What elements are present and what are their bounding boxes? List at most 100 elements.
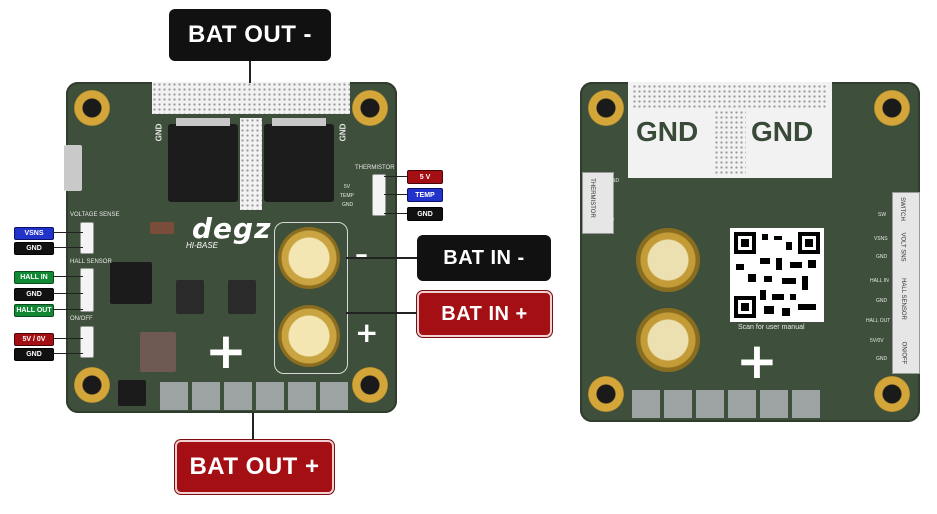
- tag-vsns: VSNS: [14, 227, 54, 240]
- back-thermistor-label: THERMISTOR: [588, 178, 595, 218]
- button-switch: [64, 145, 82, 191]
- tag-gnd-1-line: [53, 247, 83, 248]
- ic-hall: [110, 262, 152, 304]
- back-right-connector-block: [892, 192, 920, 374]
- regulator: [118, 380, 146, 406]
- tag-5v-0v: 5V / 0V: [14, 333, 54, 346]
- back-hall-in-pin: HALL IN: [870, 278, 889, 284]
- back-gnd-a-pin: GND: [876, 254, 888, 260]
- mosfet-right: [264, 118, 334, 202]
- plus-sign-right: +: [355, 316, 379, 349]
- pin-gnd-label: GND: [342, 202, 354, 208]
- voltage-sense-connector: [80, 222, 94, 254]
- voltage-sense-label: VOLTAGE SENSE: [70, 212, 120, 218]
- tag-5v-0v-line: [53, 338, 83, 339]
- back-bottom-pad-1: [632, 390, 660, 418]
- back-bottom-pad-6: [792, 390, 820, 418]
- thermistor-connector: [372, 174, 386, 216]
- back-hall-sensor-label: HALL SENSOR: [899, 278, 906, 320]
- back-hall-out-pin: HALL OUT: [866, 318, 891, 324]
- back-th-s: S: [608, 196, 614, 205]
- leader-bat-out-minus: [249, 61, 251, 83]
- tag-gnd-3-line: [53, 353, 83, 354]
- back-th-5v: 5V: [608, 218, 615, 224]
- pin-5v-label: 5V: [344, 184, 351, 190]
- back-gnd-big-left: GND: [636, 116, 699, 147]
- mid-pad-grid: [240, 118, 262, 210]
- bat-in-minus-ring: [278, 227, 340, 289]
- front-gnd-right: GND: [338, 123, 348, 142]
- minus-sign: –: [355, 240, 368, 270]
- mount-hole-tl: [74, 90, 110, 126]
- tag-gnd-3: GND: [14, 348, 54, 361]
- back-volt-sns-label: VOLT SNS: [899, 232, 906, 262]
- back-sw-pin: SW: [878, 212, 887, 218]
- brand-logo: degz: [192, 212, 272, 245]
- back-on-off-label: ON/OFF: [900, 341, 907, 365]
- tag-gnd-2: GND: [14, 288, 54, 301]
- callout-bat-in-minus: BAT IN -: [417, 235, 551, 281]
- back-switch-label: SWITCH: [898, 197, 905, 221]
- back-bottom-pad-5: [760, 390, 788, 418]
- tag-hall-out-line: [53, 309, 83, 310]
- on-off-label: ON/OFF: [70, 316, 93, 322]
- mount-hole-br: [352, 367, 388, 403]
- mount-hole-tr: [352, 90, 388, 126]
- bottom-pad-6: [320, 382, 348, 410]
- plus-sign-big: +: [205, 322, 247, 380]
- back-bottom-pad-3: [696, 390, 724, 418]
- back-plus-sign: +: [736, 332, 778, 390]
- callout-bat-in-plus: BAT IN +: [417, 291, 552, 337]
- back-mount-hole-tr: [874, 90, 910, 126]
- bat-in-plus-ring: [278, 305, 340, 367]
- back-vsns-pin: VSNS: [874, 236, 888, 242]
- tag-5v: 5 V: [407, 170, 443, 184]
- bottom-pad-5: [288, 382, 316, 410]
- qr-code: [730, 228, 824, 322]
- back-mount-hole-br: [874, 376, 910, 412]
- hall-sensor-label: HALL SENSOR: [70, 259, 112, 265]
- tag-vsns-line: [53, 232, 83, 233]
- tag-gnd-right-line: [384, 213, 407, 214]
- back-mount-hole-tl: [588, 90, 624, 126]
- leader-bat-out-plus: [252, 413, 254, 440]
- tag-gnd-1: GND: [14, 242, 54, 255]
- back-top-pad-strip: [632, 84, 828, 110]
- tag-temp-line: [384, 194, 407, 195]
- leader-bat-in-plus: [346, 312, 417, 314]
- back-mount-hole-bl: [588, 376, 624, 412]
- back-gnd-big-right: GND: [751, 116, 814, 147]
- tag-gnd-2-line: [53, 293, 83, 294]
- pin-temp-label: TEMP: [340, 193, 354, 199]
- callout-bat-out-plus: BAT OUT +: [175, 440, 334, 494]
- scan-text: Scan for user manual: [738, 324, 805, 331]
- top-pad-strip: [152, 82, 350, 114]
- hall-connector: [80, 268, 94, 312]
- tag-gnd-right: GND: [407, 207, 443, 221]
- smd-capacitor: [150, 222, 174, 234]
- tag-hall-out: HALL OUT: [14, 304, 54, 317]
- back-th-gnd: GND: [608, 178, 620, 184]
- qr-code-svg: [734, 232, 820, 318]
- bottom-pad-1: [160, 382, 188, 410]
- tag-5v-line: [384, 176, 407, 177]
- leader-bat-in-minus: [346, 257, 417, 259]
- mount-hole-bl: [74, 367, 110, 403]
- battery-pad-outline: [274, 222, 348, 374]
- inductor: [140, 332, 176, 372]
- back-thermistor-connector: [582, 172, 614, 234]
- back-bottom-pad-2: [664, 390, 692, 418]
- tag-hall-in: HALL IN: [14, 271, 54, 284]
- back-ring-top: [636, 228, 700, 292]
- back-ring-bottom: [636, 308, 700, 372]
- back-5v-0v-pin: 5V/0V: [870, 338, 884, 344]
- back-bottom-pad-4: [728, 390, 756, 418]
- bottom-pad-4: [256, 382, 284, 410]
- on-off-connector: [80, 326, 94, 358]
- back-mid-pad-grid: [714, 110, 746, 174]
- bottom-pad-2: [192, 382, 220, 410]
- bottom-pad-3: [224, 382, 252, 410]
- callout-bat-out-minus: BAT OUT -: [169, 9, 331, 61]
- diode-right: [228, 280, 256, 314]
- tag-hall-in-line: [53, 276, 83, 277]
